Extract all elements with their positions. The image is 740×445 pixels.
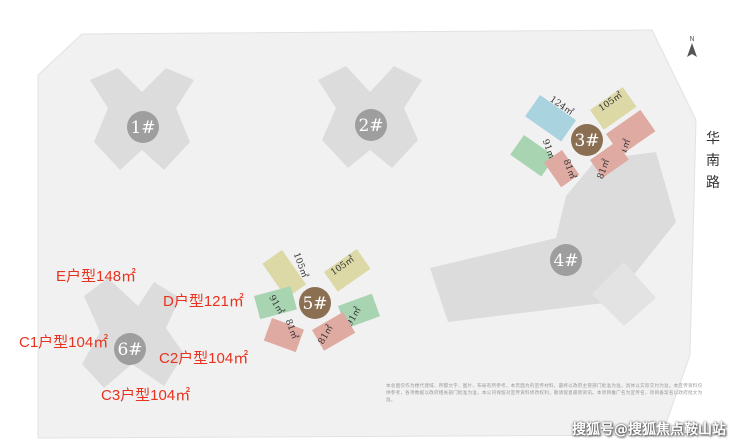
unit-type-label-e: E户型148㎡ — [56, 268, 137, 285]
building-4: 4# — [430, 152, 676, 326]
unit-type-label-c1: C1户型104㎡ — [19, 334, 109, 351]
road-name-char: 南 — [706, 153, 720, 169]
building-marker-1-label: 1# — [130, 118, 155, 138]
building-marker-3-label: 3# — [574, 131, 599, 151]
building-2: 2# — [318, 66, 422, 168]
building-marker-3 — [571, 124, 603, 156]
building-5: 105㎡ 105㎡ 91㎡ 91㎡ 81㎡ 81㎡ 5# — [254, 249, 381, 353]
building-marker-5 — [299, 287, 331, 319]
building-3: 124㎡ 105㎡ 91㎡ 81㎡ 81㎡ 81㎡ 3# — [510, 87, 656, 188]
unit-type-label-c3: C3户型104㎡ — [101, 387, 191, 404]
unit-type-label-c2: C2户型104㎡ — [159, 350, 249, 367]
building-marker-4 — [550, 244, 582, 276]
unit-type-label-d: D户型121㎡ — [163, 293, 244, 310]
road-name-char: 华 — [706, 131, 720, 147]
building-marker-2-label: 2# — [358, 116, 383, 136]
site-boundary — [37, 29, 697, 439]
watermark: 搜狐号@搜狐焦点鞍山站 — [572, 422, 726, 438]
building-marker-2 — [355, 109, 387, 141]
svg-text:N: N — [689, 35, 694, 43]
building-marker-4-label: 4# — [553, 251, 578, 271]
building-6: 6# — [82, 278, 184, 388]
disclaimer-text: 本总图仅作为楼代建域、所都文字、图片、布局有所参考，本页面为的宣传材料，最终以政… — [386, 384, 703, 403]
road-name-label: 华南路 — [704, 128, 722, 194]
building-marker-6-label: 6# — [117, 340, 142, 360]
building-marker-6 — [114, 333, 146, 365]
road-name-char: 路 — [706, 175, 720, 191]
building-1: 1# — [90, 68, 194, 170]
north-arrow-icon: N — [687, 35, 697, 57]
building-marker-5-label: 5# — [302, 294, 327, 314]
building-marker-1 — [127, 111, 159, 143]
